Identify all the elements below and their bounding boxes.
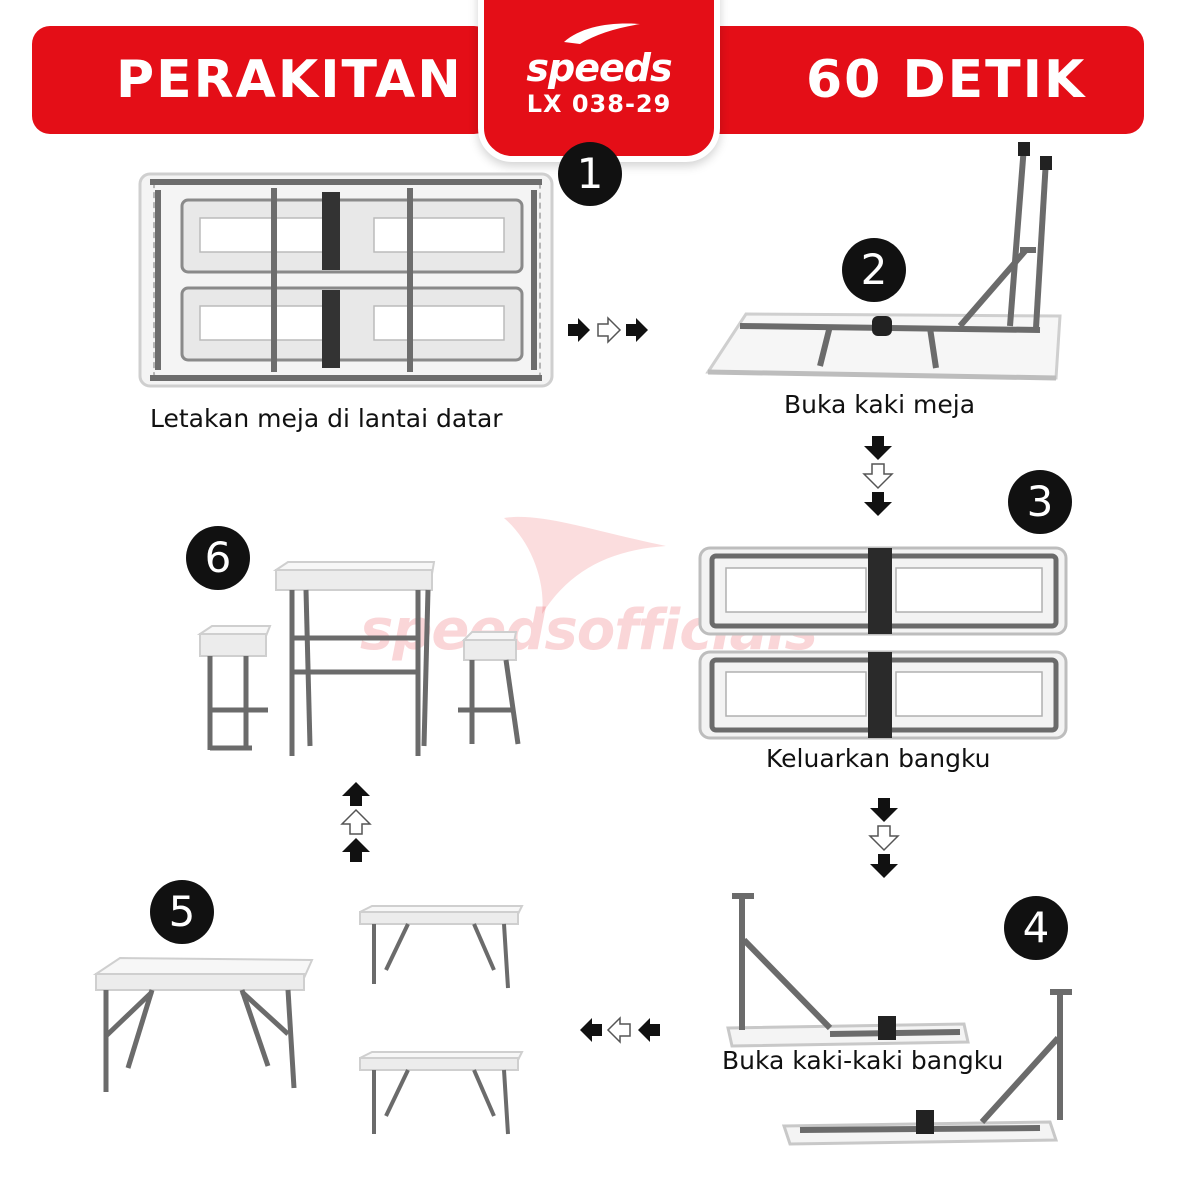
step6-assembled-set-illustration xyxy=(196,561,521,756)
step2-table-legs-illustration xyxy=(705,142,1062,381)
step5-number-badge: 5 xyxy=(150,880,214,944)
arrow-down-icon xyxy=(862,436,894,516)
arrow-up-icon xyxy=(340,782,372,862)
watermark-swoosh-icon xyxy=(504,516,666,614)
step5-bench-top-illustration xyxy=(359,905,524,989)
banner-left-text: PERAKITAN xyxy=(116,50,463,110)
step3-number-badge: 3 xyxy=(1008,470,1072,534)
brand-name: speeds xyxy=(526,46,672,90)
step5-bench-bottom-illustration xyxy=(359,1051,524,1135)
arrow-down-icon xyxy=(868,798,900,878)
brand-logo: speeds LX 038-29 xyxy=(478,0,720,162)
step1-number-badge: 1 xyxy=(558,142,622,206)
model-number: LX 038-29 xyxy=(526,90,672,118)
step5-table-illustration xyxy=(92,956,314,1092)
step4-number-badge: 4 xyxy=(1004,896,1068,960)
arrow-left-icon xyxy=(580,1016,660,1044)
step4-bench-legs-illustration xyxy=(726,893,1072,1146)
step2-caption: Buka kaki meja xyxy=(784,390,976,419)
step1-folded-table-illustration xyxy=(138,172,554,388)
step6-number-badge: 6 xyxy=(186,526,250,590)
step3-caption: Keluarkan bangku xyxy=(766,744,991,773)
banner-right-text: 60 DETIK xyxy=(806,50,1087,110)
step2-number-badge: 2 xyxy=(842,238,906,302)
step1-caption: Letakan meja di lantai datar xyxy=(150,404,503,433)
banner-left: PERAKITAN xyxy=(32,26,492,134)
arrow-right-icon xyxy=(568,316,648,344)
banner-right: 60 DETIK xyxy=(690,26,1144,134)
swoosh-icon xyxy=(564,23,640,44)
step3-benches-illustration xyxy=(698,546,1068,740)
step4-caption: Buka kaki-kaki bangku xyxy=(722,1046,1004,1075)
